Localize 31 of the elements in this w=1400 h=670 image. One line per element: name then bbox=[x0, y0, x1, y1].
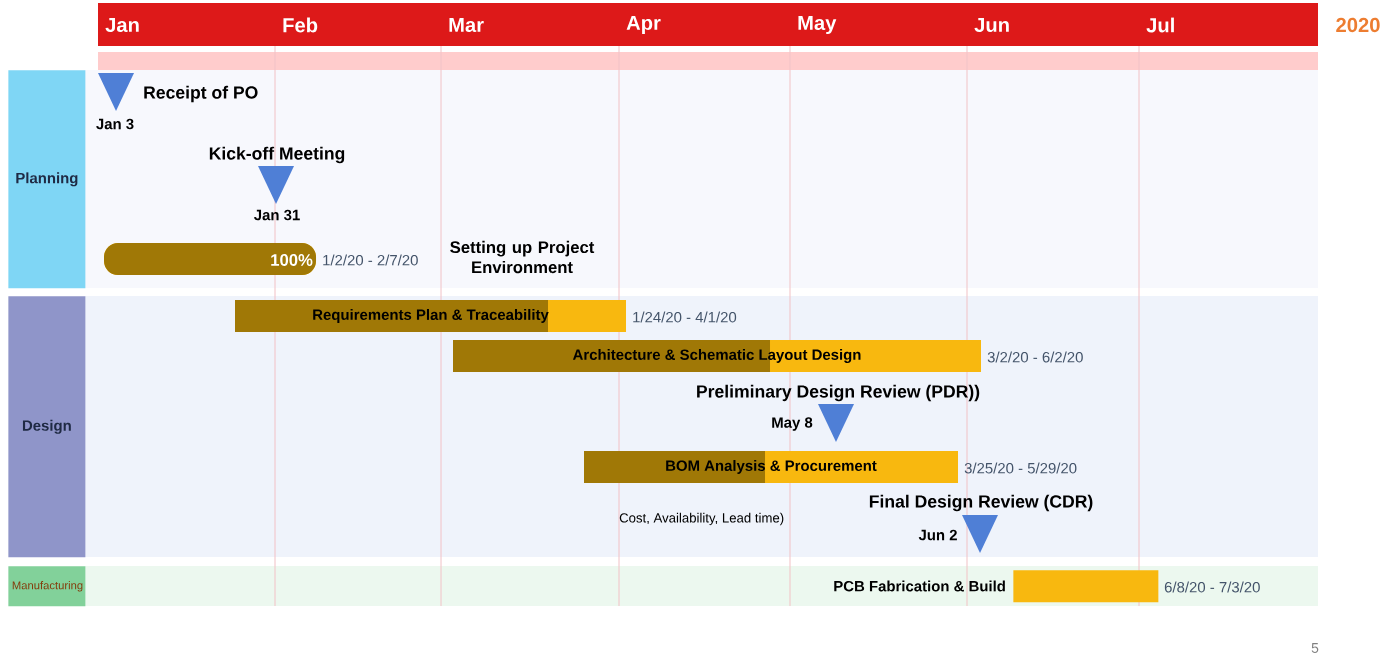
milestone-label: Kick-off Meeting bbox=[209, 146, 345, 164]
task-bar: 100% bbox=[104, 243, 316, 275]
node-label: Manufacturing bbox=[12, 581, 83, 592]
date-range: 3/25/20 - 5/29/20 bbox=[964, 462, 1077, 474]
month-label: Jun bbox=[974, 17, 1009, 33]
date-label: Jan 31 bbox=[254, 209, 300, 221]
year-label: 2020 bbox=[1336, 17, 1380, 33]
month-label: Apr bbox=[626, 15, 661, 35]
month-label: Jul bbox=[1146, 17, 1174, 33]
task-label: PCB Fabrication & Build bbox=[834, 580, 1005, 592]
milestone-label: Final Design Review (CDR) bbox=[869, 494, 1093, 512]
task-bar: BOM Analysis & Procurement bbox=[584, 451, 958, 483]
month-label: May bbox=[798, 15, 837, 35]
node-label: Design bbox=[22, 419, 71, 434]
date-range: 1/2/20 - 2/7/20 bbox=[323, 254, 418, 266]
milestone-label: Receipt of PO bbox=[144, 85, 258, 103]
date-label: Jan 3 bbox=[96, 118, 134, 130]
month-label: Mar bbox=[449, 17, 484, 33]
date-range: 6/8/20 - 7/3/20 bbox=[1164, 581, 1260, 593]
task-bar: Architecture & Schematic Layout Design bbox=[453, 340, 981, 372]
node-label: Planning bbox=[16, 172, 78, 187]
month-label: Jan bbox=[105, 17, 139, 33]
note-text: Cost, Availability, Lead time) bbox=[619, 512, 784, 526]
date-label: Jun 2 bbox=[918, 529, 957, 541]
task-label: Setting up Project Environment bbox=[450, 240, 595, 274]
month-label: Feb bbox=[283, 17, 318, 33]
date-range: 1/24/20 - 4/1/20 bbox=[633, 311, 737, 323]
page-number: 5 bbox=[1311, 643, 1319, 653]
milestone-label: Preliminary Design Review (PDR)) bbox=[697, 384, 980, 402]
date-label: May 8 bbox=[772, 417, 813, 431]
date-range: 3/2/20 - 6/2/20 bbox=[987, 351, 1083, 363]
